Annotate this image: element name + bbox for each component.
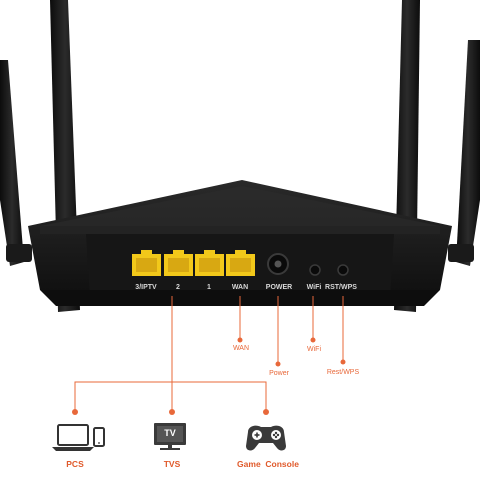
callout-power: Power: [269, 370, 289, 377]
port-label-rst-wps: RST/WPS: [325, 284, 357, 291]
ethernet-ports: [132, 250, 255, 276]
port-label-wan: WAN: [231, 284, 249, 291]
tv-icon-text: TV: [164, 428, 176, 438]
tv-icon: [154, 423, 186, 450]
callout-rst-wps: Rest/WPS: [326, 369, 360, 376]
wifi-button: [309, 264, 321, 276]
gamepad-icon: [246, 425, 286, 451]
port-label-2: 2: [176, 284, 180, 291]
callout-dots: [72, 337, 346, 415]
port-label-1: 1: [207, 284, 211, 291]
callout-wifi: WiFi: [307, 346, 321, 353]
laptop-phone-icon: [52, 424, 105, 451]
port-wan: [226, 250, 255, 276]
port-label-3-iptv: 3/IPTV: [135, 284, 157, 291]
port-label-wifi: WiFi: [306, 284, 322, 291]
port-2: [164, 250, 193, 276]
port-label-power: POWER: [265, 284, 293, 291]
device-label-game-console: Game Console: [237, 459, 299, 469]
port-1: [195, 250, 224, 276]
callout-wan: WAN: [232, 345, 250, 352]
port-3-iptv: [132, 250, 161, 276]
device-label-tvs: TVS: [163, 459, 181, 469]
rst-wps-button: [337, 264, 349, 276]
callout-lines: [74, 296, 344, 412]
antenna-right-outer: [456, 40, 480, 266]
device-label-pcs: PCS: [66, 459, 84, 469]
antenna-left-outer: [0, 60, 24, 266]
